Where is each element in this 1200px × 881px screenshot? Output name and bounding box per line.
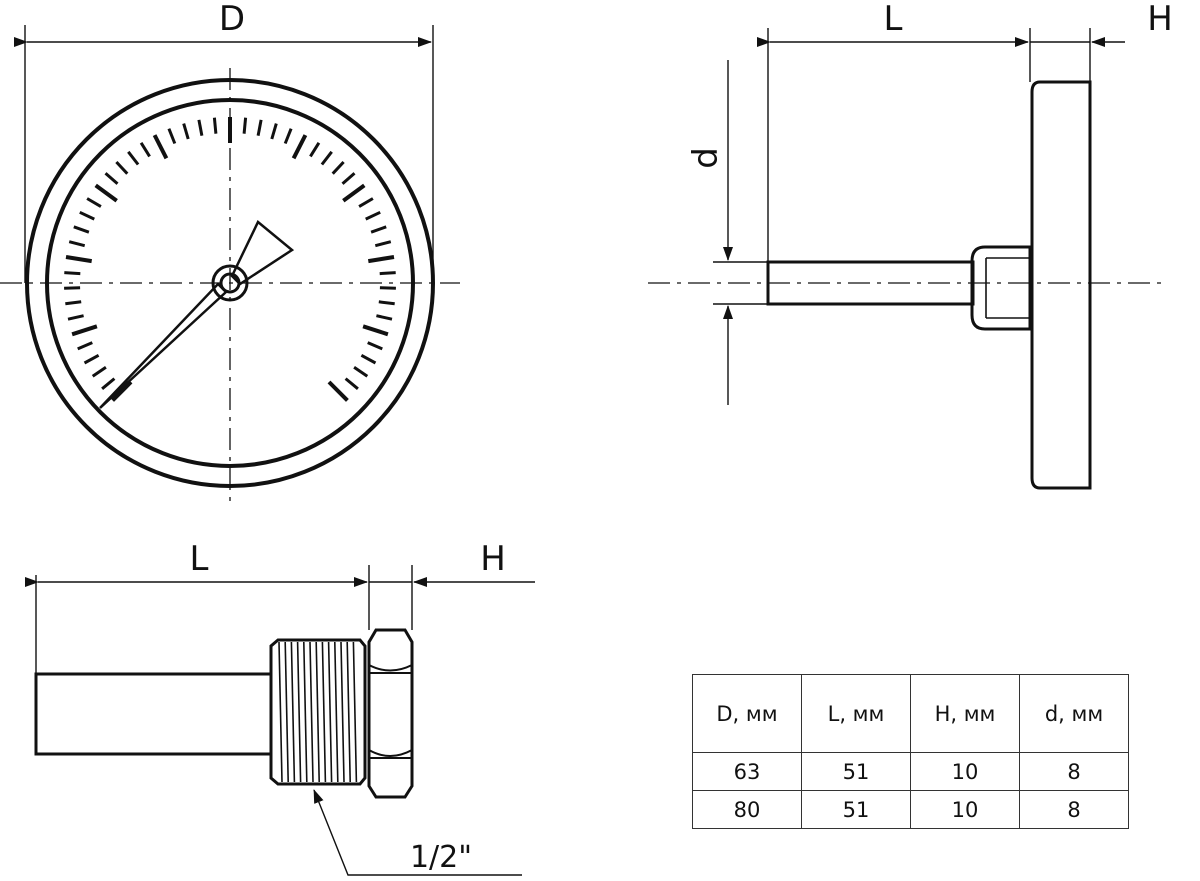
side-d-label: d (686, 147, 726, 169)
dial-tick (376, 314, 393, 321)
dial-tick (291, 134, 308, 160)
needle-pointer (99, 220, 295, 409)
dial-tick (104, 172, 119, 185)
dial-tick (91, 366, 107, 378)
thread-line (284, 641, 289, 783)
thread-line (290, 641, 296, 783)
dial-tick (65, 255, 93, 264)
thread-line (303, 641, 308, 783)
dial-tick (320, 150, 333, 166)
d-label: D (219, 0, 245, 39)
table-cell: 51 (801, 752, 911, 791)
dial-tick (111, 380, 133, 402)
thread-line (346, 641, 351, 783)
side-view: L H d (648, 0, 1173, 490)
dial-tick (242, 117, 248, 134)
thread-line (340, 641, 345, 783)
dial-tick (139, 142, 151, 158)
dial-tick (64, 286, 81, 290)
thread-leader-line (313, 789, 522, 876)
dial-tick (270, 123, 278, 140)
side-h-label: H (1147, 0, 1173, 39)
sleeve-view: L H 1/2" (25, 539, 535, 876)
gauge-case-side (1030, 80, 1092, 490)
dial-tick (152, 134, 169, 160)
thread-line (296, 641, 302, 783)
side-l-label: L (884, 0, 903, 39)
table-row: 63 51 10 8 (692, 752, 1129, 791)
dial-tick (86, 197, 102, 208)
thread-line (315, 641, 320, 783)
dial-tick (374, 240, 392, 248)
dial-tick (309, 142, 321, 158)
spec-table: D, мм L, мм H, мм d, мм 63 51 10 8 80 51… (692, 674, 1129, 829)
front-view: D (0, 0, 460, 508)
thread-line (327, 641, 333, 783)
table-header-row: D, мм L, мм H, мм d, мм (692, 674, 1129, 753)
table-row: 80 51 10 8 (692, 790, 1129, 829)
dial-tick (212, 117, 218, 134)
dial-tick (64, 271, 81, 276)
dial-tick (370, 225, 387, 234)
thread-label: 1/2" (410, 840, 472, 875)
dial-tick (344, 377, 359, 390)
dial-tick (362, 324, 389, 337)
sleeve-tube (34, 672, 273, 756)
hex-nut (367, 628, 414, 799)
thread-lines (278, 641, 358, 783)
table-cell: 80 (692, 790, 802, 829)
dial-tick (83, 353, 100, 365)
dial-tick (77, 341, 93, 351)
dial-tick (73, 225, 90, 234)
dial-tick (94, 183, 118, 203)
dial-tick (256, 119, 263, 136)
dial-tick (65, 300, 82, 306)
dial-tick (197, 119, 204, 136)
thread-line (352, 641, 358, 783)
dial-tick (367, 255, 395, 264)
thread-line (278, 641, 283, 783)
table-header-cell: L, мм (801, 674, 911, 753)
dial-tick (360, 353, 377, 365)
table-header-cell: D, мм (692, 674, 802, 753)
thread-line (309, 641, 314, 783)
dial-tick (379, 286, 396, 290)
dial-tick-marks (64, 117, 396, 402)
thread-line (334, 641, 339, 783)
dial-tick (379, 271, 396, 276)
sleeve-h-label: H (480, 539, 506, 579)
dial-tick (182, 123, 190, 140)
table-cell: 8 (1019, 752, 1129, 791)
dial-tick (365, 210, 381, 221)
sleeve-l-label: L (190, 539, 209, 579)
dial-tick (327, 380, 349, 402)
dial-tick (358, 197, 374, 208)
dial-tick (378, 300, 395, 306)
dial-tick (353, 366, 369, 378)
table-header-cell: d, мм (1019, 674, 1129, 753)
thread-line (321, 641, 327, 783)
threaded-fitting (970, 245, 1032, 331)
dial-tick (342, 183, 366, 203)
dial-tick (283, 128, 293, 145)
dial-tick (127, 150, 140, 166)
dial-tick (79, 210, 95, 221)
dial-tick (67, 314, 84, 321)
dial-tick (367, 341, 383, 351)
table-cell: 51 (801, 790, 911, 829)
dial-tick (71, 324, 98, 337)
table-header-cell: H, мм (910, 674, 1020, 753)
table-cell: 10 (910, 790, 1020, 829)
sleeve-thread-body (269, 638, 367, 786)
dial-tick (341, 172, 356, 185)
dial-tick (115, 160, 129, 175)
dial-tick (167, 128, 177, 145)
table-cell: 8 (1019, 790, 1129, 829)
dial-tick (331, 160, 345, 175)
dial-tick (68, 240, 86, 248)
table-cell: 10 (910, 752, 1020, 791)
dial-tick (101, 377, 116, 390)
table-cell: 63 (692, 752, 802, 791)
